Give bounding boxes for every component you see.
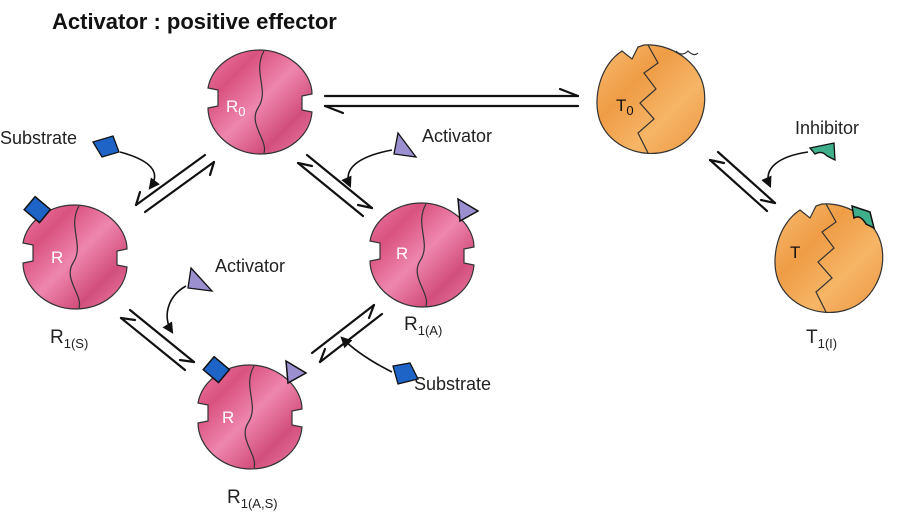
- enzyme-t1i: T: [774, 203, 884, 314]
- bound-substrate-icon: [23, 195, 52, 224]
- activator-binding-curve: [341, 149, 393, 189]
- equilibrium-r0-t0: [323, 87, 580, 115]
- label-substrate-left: Substrate: [0, 128, 77, 148]
- svg-text:R: R: [222, 408, 234, 427]
- activator-icon: [187, 266, 214, 292]
- page-title: Activator : positive effector: [52, 9, 337, 34]
- enzyme-r0: R0: [207, 49, 313, 155]
- enzyme-r1a: R: [369, 197, 480, 308]
- label-substrate-bottom: Substrate: [414, 374, 491, 394]
- substrate-icon: [92, 135, 120, 158]
- enzyme-r1as: R: [197, 355, 308, 470]
- equilibrium-r0-r1a: [296, 153, 374, 218]
- bound-activator-icon: [285, 359, 308, 385]
- svg-text:R: R: [396, 244, 408, 263]
- substrate-binding-curve: [119, 151, 160, 190]
- substrate-icon: [392, 362, 419, 385]
- svg-text:R: R: [51, 248, 63, 267]
- label-r1as: R1(A,S): [227, 487, 278, 511]
- label-r1a: R1(A): [404, 314, 442, 338]
- label-t1i: T1(I): [806, 327, 837, 351]
- label-r1s: R1(S): [50, 327, 88, 351]
- equilibrium-r0-r1s: [134, 153, 216, 214]
- substrate-binding-curve-2: [340, 336, 393, 373]
- activator-binding-curve-2: [162, 285, 187, 334]
- bound-inhibitor-icon: [851, 204, 876, 230]
- bound-activator-icon: [457, 197, 480, 223]
- equilibrium-t0-t1i: [708, 150, 777, 213]
- activator-icon: [393, 131, 418, 158]
- label-inhibitor: Inhibitor: [795, 118, 859, 138]
- equilibrium-r1s-r1as: [119, 308, 196, 372]
- label-activator-mid: Activator: [215, 256, 285, 276]
- enzyme-r1s: R: [22, 195, 128, 310]
- bound-substrate-icon: [202, 355, 231, 384]
- enzyme-t0: T0: [596, 44, 706, 155]
- svg-text:R0: R0: [226, 97, 246, 119]
- label-activator-top: Activator: [422, 126, 492, 146]
- svg-text:T0: T0: [616, 96, 634, 118]
- svg-text:T: T: [790, 243, 800, 262]
- inhibitor-icon: [808, 142, 836, 162]
- inhibitor-binding-curve: [761, 151, 809, 189]
- equilibrium-r1a-r1as: [310, 303, 384, 364]
